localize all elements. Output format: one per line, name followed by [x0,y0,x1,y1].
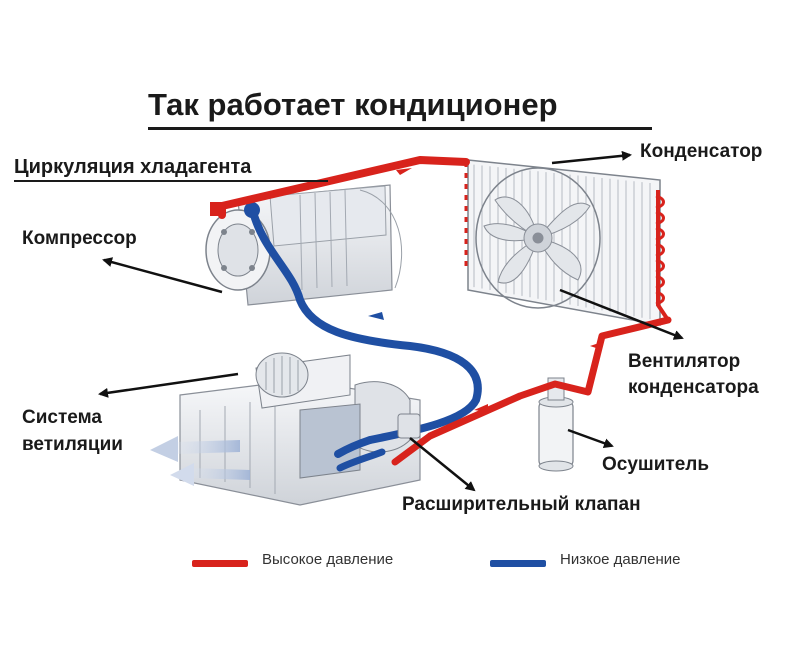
label-compressor: Компрессор [22,228,137,249]
subtitle-underline [14,180,328,182]
legend-label-high: Высокое давление [262,551,394,568]
arrow-vent [98,372,239,398]
high-pressure-flow-arrow-bottom [474,404,488,412]
arrow-valve [409,437,476,492]
label-condenser: Конденсатор [640,141,763,162]
subtitle: Циркуляция хладагента [14,156,252,178]
condenser [467,159,661,326]
label-fan-line2: конденсатора [628,377,759,398]
arrow-dryer [567,428,614,448]
label-vent-line2: ветиляции [22,434,123,455]
arrow-condenser [551,150,632,165]
high-pressure-flow-arrow-top [396,168,412,175]
label-vent-line1: Система [22,407,102,428]
low-pressure-pipe [244,202,482,472]
title-underline [148,127,652,130]
label-expansion-valve: Расширительный клапан [402,494,641,515]
legend-swatch-low [490,560,546,567]
arrow-compressor [102,257,223,294]
pointer-arrows [98,150,684,492]
dryer [538,377,574,472]
arrow-fan [559,288,684,340]
label-ventilation-system: Система ветиляции [22,404,123,458]
high-pressure-flow-arrow-right [590,342,602,350]
label-dryer: Осушитель [602,454,710,475]
page-title: Так работает кондиционер [148,87,558,122]
label-condenser-fan: Вентилятор конденсатора [628,349,759,401]
low-pressure-flow-arrow [368,312,384,320]
expansion-valve [397,413,421,439]
compressor [205,184,402,306]
legend-swatch-high [192,560,248,567]
high-pressure-pipe [210,156,672,466]
ventilation-system [150,352,421,506]
condenser-fan [483,196,591,284]
legend-label-low: Низкое давление [560,551,681,568]
label-fan-line1: Вентилятор [628,351,741,372]
